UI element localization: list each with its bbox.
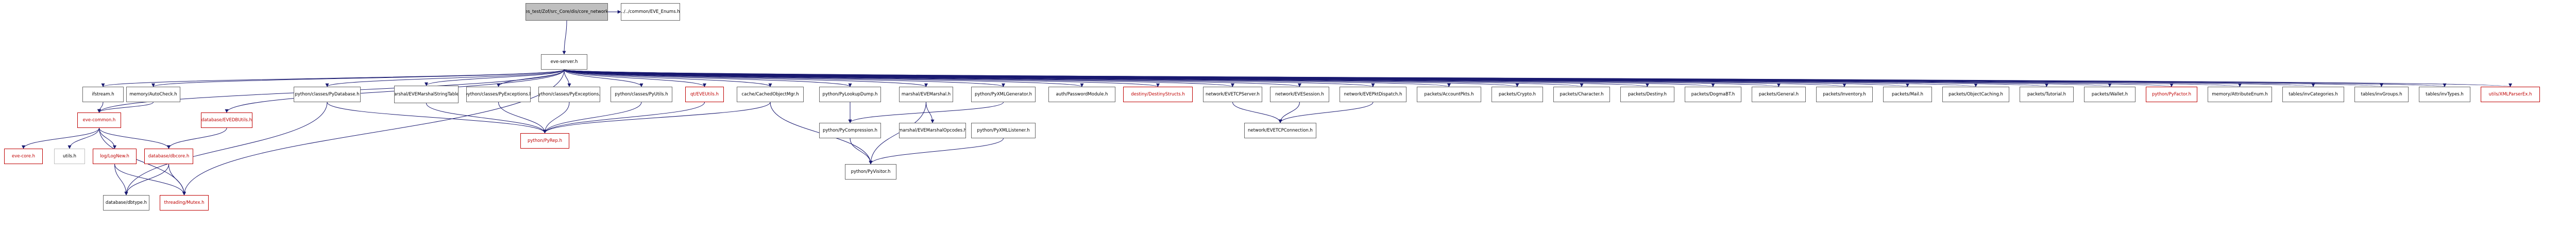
include-edge (67, 127, 99, 149)
node-marshal-stringtable[interactable]: marshal/EVEMarshalStringTable.h (394, 86, 459, 103)
node-eve-core[interactable]: eve-core.h (4, 149, 43, 164)
node-ifstream[interactable]: ifstream.h (82, 87, 124, 102)
node-python-pyxmlgenerator[interactable]: python/PyXMLGenerator.h (971, 87, 1036, 102)
node-packets-wallet[interactable]: packets/Wallet.h (2084, 87, 2136, 102)
node-packets-inventory[interactable]: packets/Inventory.h (1816, 87, 1873, 102)
include-edge (124, 164, 169, 196)
node-cache-objectmgr[interactable]: cache/CachedObjectMgr.h (737, 87, 804, 102)
node-tables-invtypes[interactable]: tables/invTypes.h (2419, 87, 2470, 102)
node-database-rowtype[interactable]: database/dbtype.h (103, 195, 149, 211)
include-edge (168, 164, 186, 196)
include-edge (564, 69, 928, 87)
include-edge (425, 69, 565, 86)
include-edge (543, 102, 705, 134)
node-utils-xmlparserex[interactable]: utils/XMLParserEx.h (2481, 87, 2540, 102)
node-packets-character[interactable]: packets/Character.h (1553, 87, 1610, 102)
include-edge (498, 102, 547, 134)
node-threading-mutex[interactable]: threading/Mutex.h (160, 195, 209, 211)
include-edge (562, 20, 567, 55)
include-edge (497, 69, 565, 87)
node-packets-tutorial[interactable]: packets/Tutorial.h (2020, 87, 2074, 102)
include-edge (99, 127, 116, 149)
node-python-pyrep[interactable]: python/PyRep.h (520, 133, 569, 149)
include-edge (564, 69, 772, 87)
include-edge (167, 127, 227, 149)
include-edge (869, 138, 1004, 165)
include-edge (325, 69, 565, 87)
include-edge (114, 164, 186, 196)
include-edge (564, 69, 706, 87)
include-edge (850, 138, 873, 165)
node-packets-dogmabt[interactable]: packets/DogmaBT.h (1685, 87, 1741, 102)
node-memory-autocheck[interactable]: memory/AutoCheck.h (126, 87, 180, 102)
include-edge (22, 127, 99, 149)
node-python-pyexceptions[interactable]: python/classes/PyExceptions.h (466, 87, 531, 102)
node-python-pyexceptions-2[interactable]: python/classes/PyExceptions.h (538, 87, 600, 102)
include-edge (543, 102, 570, 134)
node-python-pyvisitor[interactable]: python/PyVisitor.h (845, 164, 896, 180)
node-packets-destiny[interactable]: packets/Destiny.h (1620, 87, 1674, 102)
include-edge (564, 69, 852, 87)
include-edge (543, 102, 642, 134)
node-qt-eveutils[interactable]: qt/EVEUtils.h (685, 87, 724, 102)
node-utils[interactable]: utils.h (54, 149, 85, 164)
node-tables-invgroups[interactable]: tables/invGroups.h (2354, 87, 2409, 102)
node-packets-accountpkts[interactable]: packets/AccountPkts.h (1417, 87, 1481, 102)
include-edge (1278, 102, 1374, 123)
node-eve-server[interactable]: eve-server.h (541, 54, 587, 70)
include-edge (564, 69, 571, 87)
include-edge (1232, 102, 1282, 123)
include-edge (564, 69, 1005, 87)
include-edge (151, 69, 565, 87)
node-network-evesession[interactable]: network/EVESession.h (1270, 87, 1329, 102)
node-memory-attributeenum[interactable]: memory/AttributeEnum.h (2208, 87, 2272, 102)
node-python-pylookupdump[interactable]: python/PyLookupDump.h (819, 87, 881, 102)
include-edge (564, 69, 643, 87)
node-python-pyfactor[interactable]: python/PyFactor.h (2146, 87, 2197, 102)
include-edge (99, 127, 171, 149)
include-edge (426, 103, 547, 134)
node-python-pycompression[interactable]: python/PyCompression.h (819, 123, 881, 138)
node-packets-objectcaching[interactable]: packets/ObjectCaching.h (1942, 87, 2009, 102)
node-packets-general[interactable]: packets/General.h (1752, 87, 1806, 102)
node-destiny-structs[interactable]: destiny/DestinyStructs.h (1123, 87, 1193, 102)
node-database-evedb[interactable]: database/EVEDBUtils.h (201, 112, 252, 128)
include-edge (848, 102, 1004, 123)
node-eve-common[interactable]: eve-common.h (77, 112, 121, 128)
root-node: Backups/hughes_test/Zof/src_Core/dis/cor… (526, 3, 608, 21)
include-edge (564, 69, 2512, 87)
node-python-pyxmllistener[interactable]: python/PyXMLListener.h (971, 123, 1036, 138)
node-network-evetcpserver[interactable]: network/EVETCPServer.h (1203, 87, 1262, 102)
include-edge (114, 164, 128, 196)
node-auth-passwordmodule[interactable]: auth/PasswordModule.h (1048, 87, 1115, 102)
node-common-enums[interactable]: ../../common/EVE_Enums.h (621, 3, 680, 21)
node-network-pktdispatch[interactable]: network/EVEPktDispatch.h (1340, 87, 1406, 102)
node-tables-invcategories[interactable]: tables/invCategories.h (2282, 87, 2344, 102)
include-edge (97, 102, 154, 113)
include-edge (327, 102, 547, 134)
node-log-new[interactable]: log/LogNew.h (93, 149, 137, 164)
node-packets-crypto[interactable]: packets/Crypto.h (1492, 87, 1543, 102)
include-edges (22, 10, 2512, 196)
node-database-dbcore[interactable]: database/dbcore.h (144, 149, 193, 164)
node-python-pydatabase[interactable]: python/classes/PyDatabase.h (294, 87, 361, 102)
node-packets-mail[interactable]: packets/Mail.h (1883, 87, 1932, 102)
node-marshal-evemarshal[interactable]: marshal/EVEMarshal.h (899, 87, 953, 102)
node-network-evetcpconnection[interactable]: network/EVETCPConnection.h (1244, 123, 1316, 138)
node-marshal-opcodes[interactable]: marshal/EVEMarshalOpcodes.h (899, 123, 966, 138)
include-edge (124, 102, 328, 196)
node-python-pyutils[interactable]: python/classes/PyUtils.h (611, 87, 672, 102)
include-edge (543, 102, 771, 134)
